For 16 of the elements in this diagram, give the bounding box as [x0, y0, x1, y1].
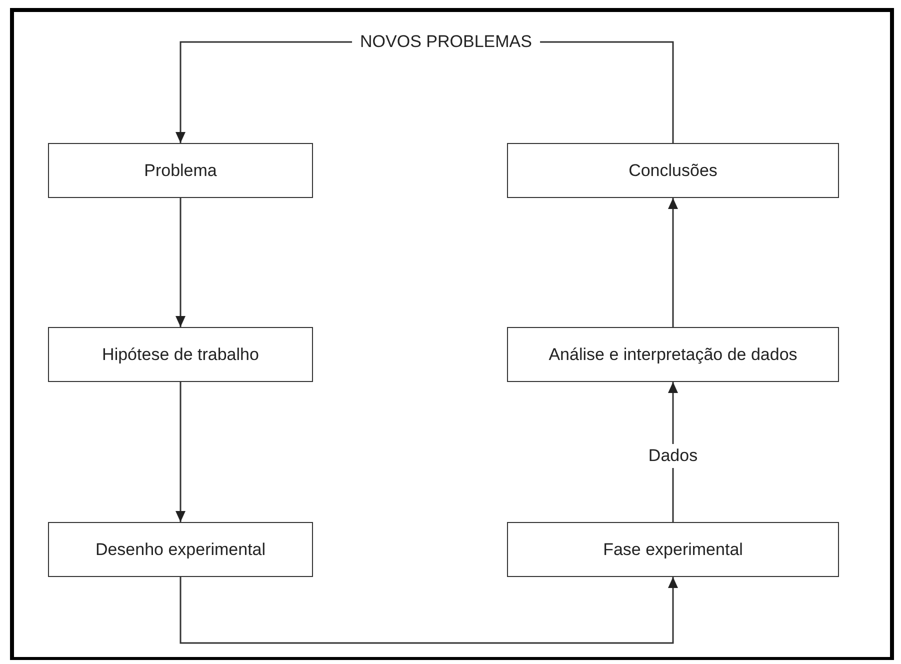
arrow	[668, 198, 678, 327]
process-box	[507, 522, 839, 577]
arrow	[176, 382, 186, 522]
box-text: Conclusões	[628, 160, 718, 180]
box-text: Desenho experimental	[94, 540, 267, 560]
box-text: Hipótese de trabalho	[101, 344, 260, 364]
box-text: Fase experimental	[602, 540, 744, 560]
arrow	[176, 198, 186, 327]
process-box	[507, 327, 839, 382]
box-text: Análise e interpretação de dados	[548, 344, 798, 364]
process-box	[48, 327, 313, 382]
process-box	[48, 522, 313, 577]
process-box	[507, 143, 839, 198]
arrow	[180, 577, 678, 644]
process-box	[48, 143, 313, 198]
box-text: Problema	[143, 160, 218, 180]
